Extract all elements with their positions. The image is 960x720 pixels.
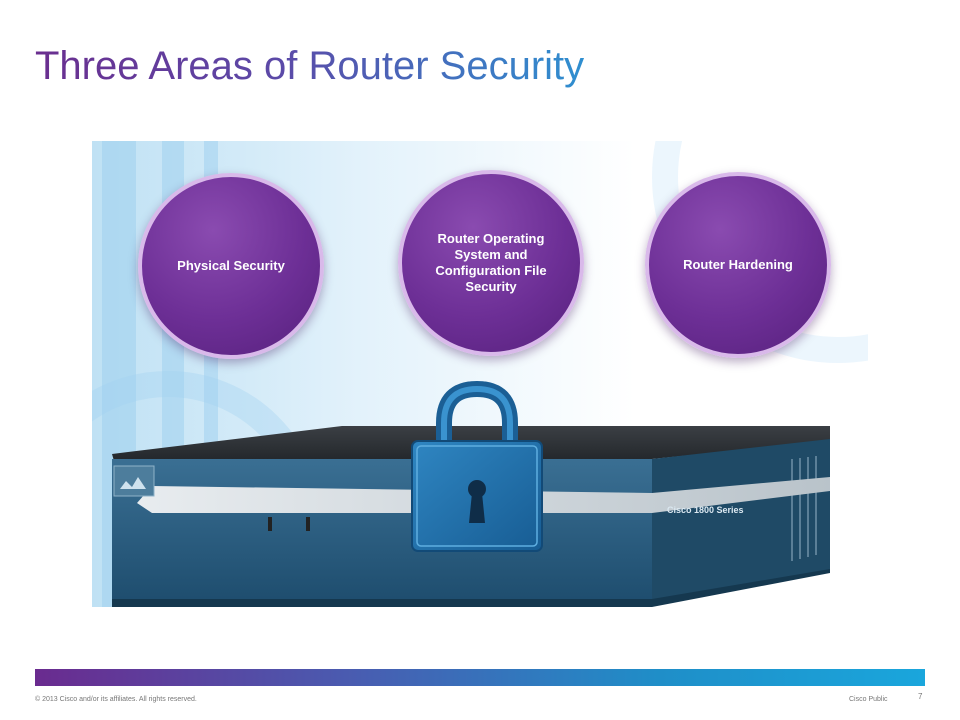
area-bubble-os-config-security: Router Operating System and Configuratio… (398, 170, 584, 356)
copyright-notice: © 2013 Cisco and/or its affiliates. All … (35, 696, 197, 703)
page-number: 7 (918, 692, 923, 701)
area-label: Router Operating System and Configuratio… (435, 230, 547, 295)
router-brand-label: Cisco 1800 Series (667, 505, 744, 515)
illustration-panel: Cisco 1800 Series Physical Security Rout… (92, 141, 868, 607)
area-bubble-physical-security: Physical Security (138, 173, 324, 359)
area-label: Physical Security (177, 257, 285, 273)
router-image: Cisco 1800 Series (112, 380, 830, 607)
area-label: Router Hardening (683, 256, 793, 272)
area-bubble-router-hardening: Router Hardening (645, 172, 831, 358)
slide-title: Three Areas of Router Security (35, 44, 585, 88)
footer-bar (35, 669, 925, 686)
classification-label: Cisco Public (849, 696, 888, 703)
padlock-icon (411, 380, 543, 552)
